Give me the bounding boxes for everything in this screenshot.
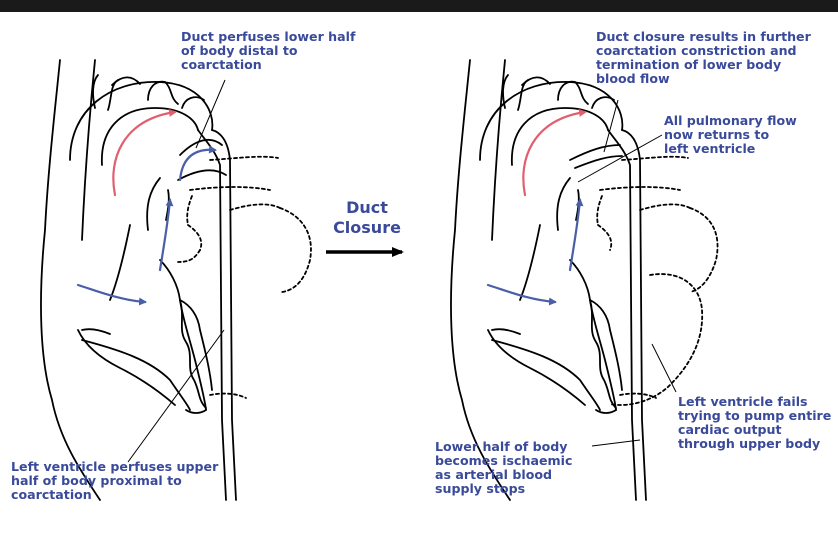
label-duct-closure: Duct Closure	[332, 198, 402, 238]
leader-lines-left	[128, 80, 225, 462]
label-lv-fails: Left ventricle fails trying to pump enti…	[678, 395, 831, 451]
heart-before-closure	[41, 60, 311, 500]
label-duct-perfuses: Duct perfuses lower half of body distal …	[181, 30, 355, 72]
label-pulmonary-flow: All pulmonary flow now returns to left v…	[664, 114, 797, 156]
label-lv-perfuses: Left ventricle perfuses upper half of bo…	[11, 460, 218, 502]
flow-arrows-right	[488, 112, 585, 302]
label-lower-body: Lower half of body becomes ischaemic as …	[435, 440, 572, 496]
label-duct-closure-results: Duct closure results in further coarctat…	[596, 30, 811, 86]
flow-arrows-left	[78, 112, 215, 302]
